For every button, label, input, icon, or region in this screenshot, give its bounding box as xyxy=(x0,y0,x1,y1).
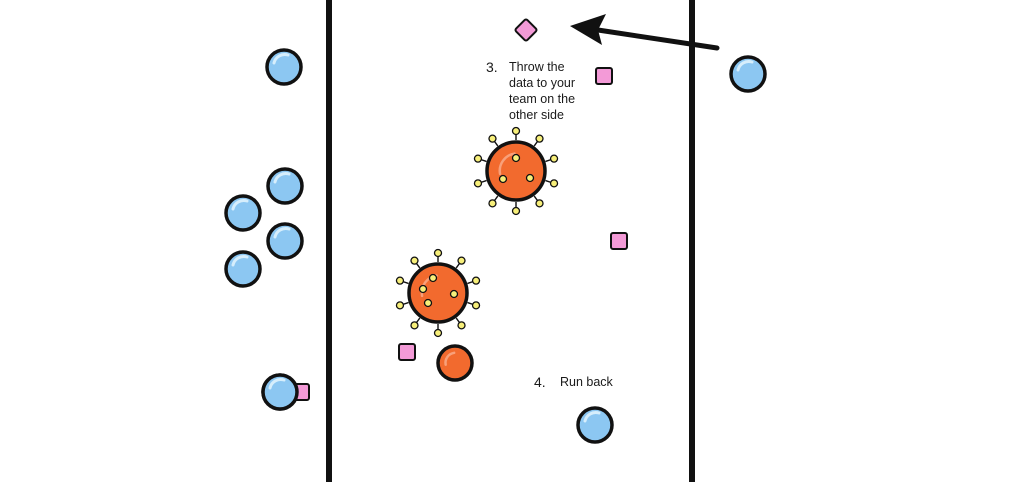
pink-data-packet-icon xyxy=(595,67,613,85)
blue-player-token-icon xyxy=(729,55,767,93)
arrow-shaft xyxy=(595,27,720,51)
blue-player-token-icon xyxy=(266,222,304,260)
blue-player-token-icon xyxy=(576,406,614,444)
blue-player-token-icon xyxy=(261,373,299,411)
blue-player-token-icon xyxy=(224,194,262,232)
step-4-text: Run back xyxy=(560,375,614,389)
blue-player-token-icon xyxy=(265,48,303,86)
step-4-annotation: 4. Run back xyxy=(534,374,614,390)
orange-opponent-token-icon xyxy=(436,344,474,382)
step-3-line-4: other side xyxy=(509,108,564,122)
step-3-annotation: 3. Throw the data to your team on the ot… xyxy=(486,59,575,122)
step-3-line-3: team on the xyxy=(509,92,575,106)
pink-data-packet-icon xyxy=(610,232,628,250)
viruses-layer xyxy=(395,126,559,382)
blue-player-token-icon xyxy=(266,167,304,205)
throw-arrow xyxy=(570,14,720,51)
virus-icon xyxy=(395,248,481,338)
pink-data-packet-icon xyxy=(398,343,416,361)
step-4-number: 4. xyxy=(534,374,546,390)
step-3-number: 3. xyxy=(486,59,498,75)
arrow-left-icon xyxy=(570,14,606,45)
virus-icon xyxy=(473,126,559,216)
step-3-line-1: Throw the xyxy=(509,60,565,74)
step-3-line-2: data to your xyxy=(509,76,575,90)
blue-player-token-icon xyxy=(224,250,262,288)
pink-data-packet-icon xyxy=(514,18,538,42)
data-packets-layer xyxy=(261,18,628,411)
